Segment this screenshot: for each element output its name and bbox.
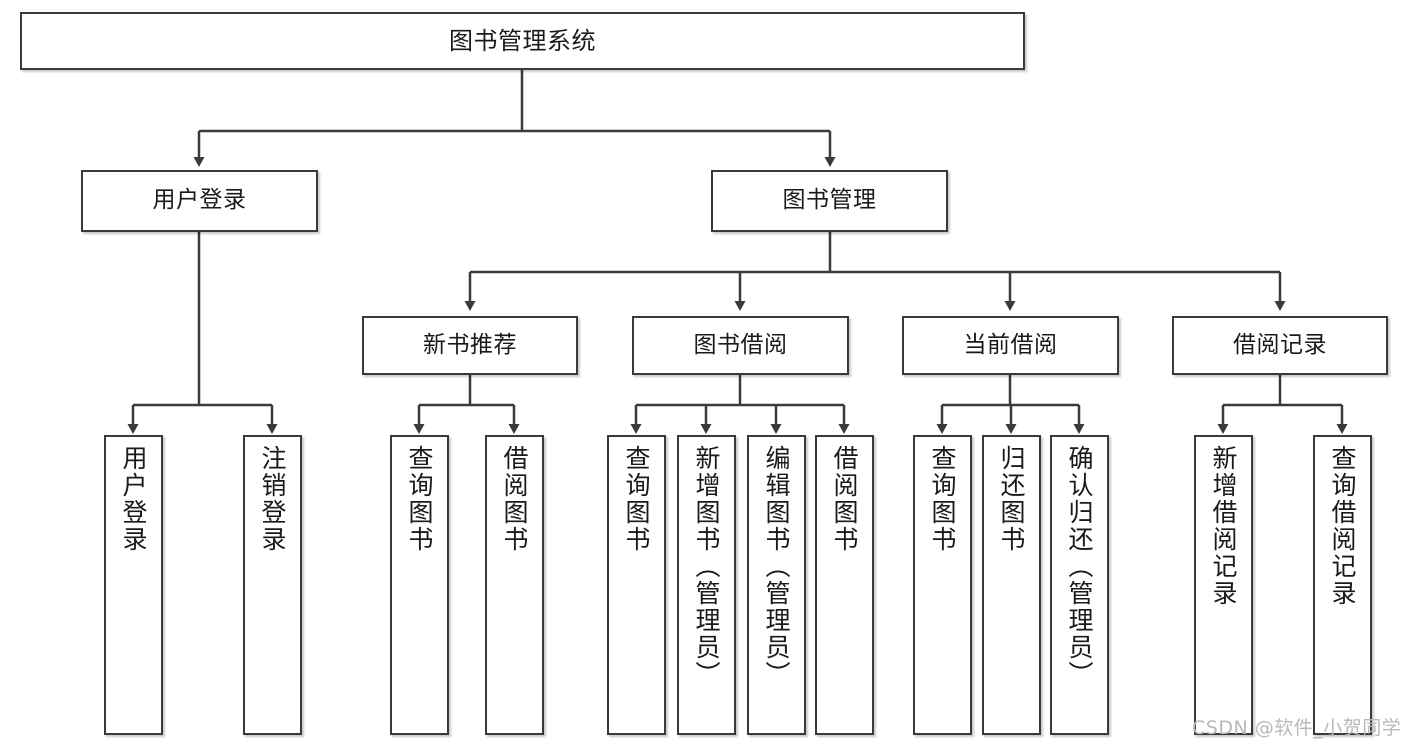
node-user-login[interactable]: 用户登录 <box>81 170 318 232</box>
node-label: 用户登录 <box>152 187 247 214</box>
node-label: 查询图书 <box>928 445 957 553</box>
leaf-new-book-borrow-book[interactable]: 借阅图书 <box>485 435 544 735</box>
node-label: 查询图书 <box>405 445 434 553</box>
watermark-text: CSDN @软件_小贺同学 <box>1192 717 1402 739</box>
node-label: 借阅记录 <box>1233 331 1327 358</box>
node-book-management[interactable]: 图书管理 <box>711 170 948 232</box>
leaf-current-confirm-return-admin[interactable]: 确认归还（管理员） <box>1050 435 1109 735</box>
leaf-borrow-borrow-book[interactable]: 借阅图书 <box>815 435 874 735</box>
node-label: 注销登录 <box>258 445 287 553</box>
node-label: 图书管理系统 <box>449 26 596 55</box>
leaf-current-return-book[interactable]: 归还图书 <box>982 435 1041 735</box>
leaf-borrow-add-book-admin[interactable]: 新增图书（管理员） <box>677 435 736 735</box>
leaf-borrow-query-book[interactable]: 查询图书 <box>607 435 666 735</box>
node-root-book-management-system[interactable]: 图书管理系统 <box>20 12 1025 70</box>
node-book-borrow[interactable]: 图书借阅 <box>632 316 849 375</box>
node-label: 新增借阅记录 <box>1209 445 1238 607</box>
node-new-book-recommend[interactable]: 新书推荐 <box>362 316 578 375</box>
node-label: 新增图书（管理员） <box>692 445 721 688</box>
leaf-records-query-record[interactable]: 查询借阅记录 <box>1313 435 1372 735</box>
node-current-borrow[interactable]: 当前借阅 <box>902 316 1119 375</box>
leaf-user-login-login[interactable]: 用户登录 <box>104 435 163 735</box>
node-label: 编辑图书（管理员） <box>762 445 791 688</box>
node-label: 图书借阅 <box>693 331 788 358</box>
leaf-current-query-book[interactable]: 查询图书 <box>913 435 972 735</box>
node-label: 新书推荐 <box>423 331 517 358</box>
node-label: 查询图书 <box>622 445 651 553</box>
leaf-borrow-edit-book-admin[interactable]: 编辑图书（管理员） <box>747 435 806 735</box>
node-label: 用户登录 <box>119 445 148 553</box>
node-label: 借阅图书 <box>500 445 529 553</box>
node-borrow-records[interactable]: 借阅记录 <box>1172 316 1388 375</box>
node-label: 借阅图书 <box>830 445 859 553</box>
node-label: 归还图书 <box>997 445 1026 553</box>
node-label: 查询借阅记录 <box>1328 445 1357 607</box>
node-label: 图书管理 <box>782 187 877 214</box>
leaf-user-login-logout[interactable]: 注销登录 <box>243 435 302 735</box>
leaf-new-book-query-book[interactable]: 查询图书 <box>390 435 449 735</box>
leaf-records-add-record[interactable]: 新增借阅记录 <box>1194 435 1253 735</box>
node-label: 确认归还（管理员） <box>1065 445 1094 688</box>
node-label: 当前借阅 <box>963 331 1058 358</box>
